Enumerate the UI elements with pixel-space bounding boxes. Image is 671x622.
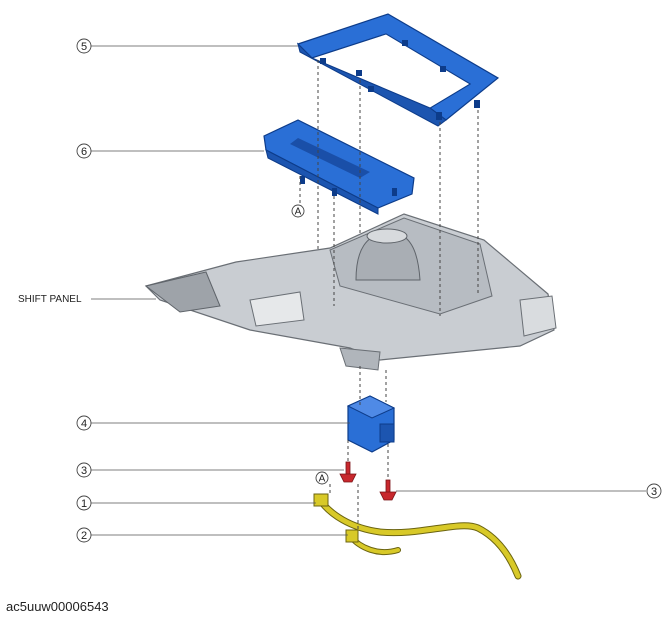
callout-4: 4 — [76, 415, 92, 431]
wiring-harness-part — [313, 493, 522, 580]
bezel-frame-part — [296, 13, 500, 127]
callout-3-left: 3 — [76, 462, 92, 478]
figure-id: ac5uuw00006543 — [6, 599, 109, 614]
connector-bracket-part — [346, 395, 396, 453]
callout-4-label: 4 — [81, 418, 87, 430]
callout-6-label: 6 — [81, 146, 87, 158]
reference-a-top-label: A — [295, 207, 302, 218]
callout-5: 5 — [76, 38, 92, 54]
bolt-right-part — [379, 479, 397, 501]
shift-panel-part — [144, 213, 557, 371]
callout-leaders — [91, 45, 646, 536]
bolt-left-part — [339, 461, 357, 483]
callout-3-right-label: 3 — [651, 486, 657, 498]
callout-2: 2 — [76, 527, 92, 543]
callout-6: 6 — [76, 143, 92, 159]
callout-5-label: 5 — [81, 41, 87, 53]
callout-1: 1 — [76, 495, 92, 511]
reference-a-bottom: A — [315, 471, 329, 485]
callout-1-label: 1 — [81, 498, 87, 510]
switch-panel-part — [263, 119, 415, 215]
reference-a-top: A — [291, 204, 305, 218]
alignment-lines — [299, 60, 479, 530]
reference-a-bottom-label: A — [319, 474, 326, 485]
callout-3-left-label: 3 — [81, 465, 87, 477]
callout-3-right: 3 — [646, 483, 662, 499]
shift-panel-label: SHIFT PANEL — [18, 294, 82, 305]
callout-2-label: 2 — [81, 530, 87, 542]
